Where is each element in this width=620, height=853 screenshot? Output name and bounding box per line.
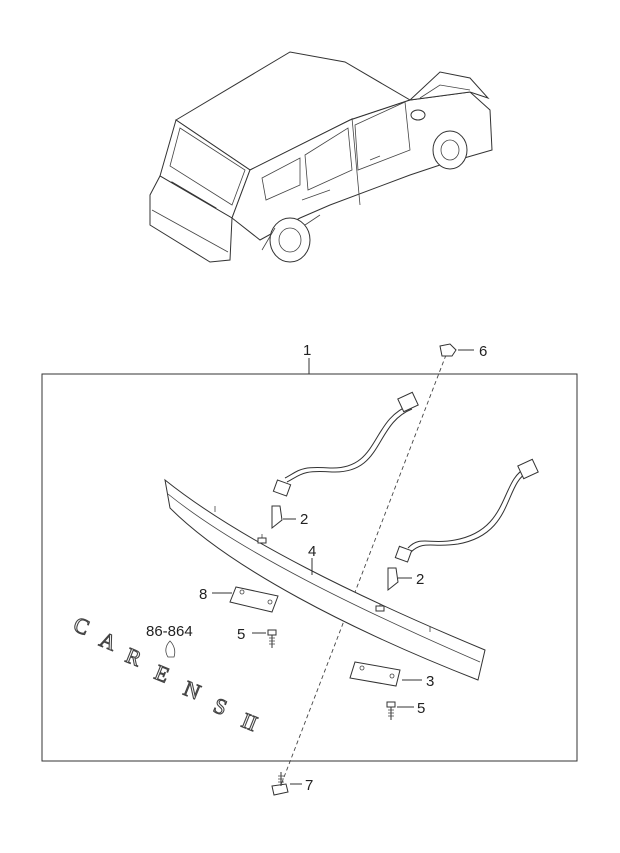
emblem-letter-ii: II — [238, 707, 261, 736]
emblem-letter-e: E — [151, 659, 173, 687]
screw-left — [267, 629, 277, 648]
assembly-frame — [41, 373, 578, 762]
clip-6 — [439, 343, 457, 357]
callout-4: 4 — [308, 543, 316, 560]
wire-harness-right — [387, 458, 539, 592]
tailgate-garnish — [164, 478, 486, 681]
emblem-letter-a: A — [96, 626, 120, 655]
callout-3: 3 — [426, 673, 434, 690]
emblem-letter-s: S — [210, 692, 231, 720]
emblem-letter-r: R — [122, 642, 145, 671]
license-lamp-right — [349, 661, 401, 687]
minivan-illustration — [149, 51, 493, 263]
bolt-7 — [271, 772, 289, 796]
reference-number: 86-864 — [146, 623, 193, 640]
callout-6: 6 — [479, 343, 487, 360]
callout-2-right: 2 — [416, 571, 424, 588]
callout-8: 8 — [199, 586, 207, 603]
callout-5-right: 5 — [417, 700, 425, 717]
screw-right — [386, 701, 396, 720]
callout-2-left: 2 — [300, 511, 308, 528]
emblem-pin-icon — [165, 640, 176, 658]
license-lamp-left — [229, 586, 279, 613]
wire-harness-left — [271, 391, 419, 530]
callout-1: 1 — [303, 342, 311, 359]
callout-7: 7 — [305, 777, 313, 794]
callout-5-left: 5 — [237, 626, 245, 643]
emblem-letter-c: C — [70, 611, 93, 640]
emblem-letter-n: N — [180, 675, 204, 704]
